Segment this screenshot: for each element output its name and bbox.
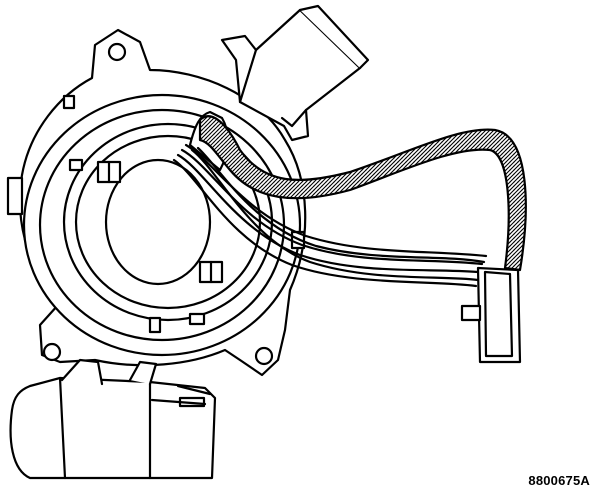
right-connector [460,266,522,364]
rotor-windows [96,160,224,284]
center-bore [104,158,212,286]
wire-leads [172,143,488,288]
upper-connector [220,4,370,142]
mount-hole-bottom-right [254,346,274,366]
figure-reference-code: 8800675A [528,473,590,488]
mount-hole-bottom-left [42,342,62,362]
lower-connector [9,358,217,480]
mount-hole-top [107,42,127,62]
ribbon-cable [198,115,527,272]
